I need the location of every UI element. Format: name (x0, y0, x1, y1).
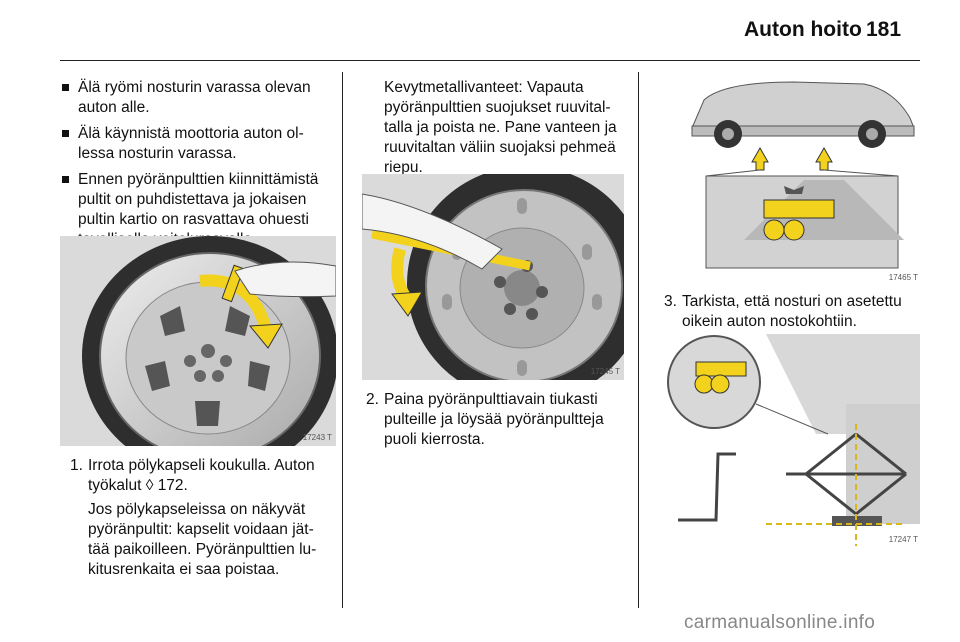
column-2-intro: Kevytmetallivanteet: Vapauta pyöränpultt… (384, 79, 617, 176)
figure-number: 17247 T (888, 535, 918, 544)
footer-watermark[interactable]: carmanualsonline.info (684, 612, 876, 633)
page-number: 181 (866, 18, 902, 41)
figure-number: 17465 T (888, 273, 918, 282)
column-1-text: Älä ryömi nosturin varassa olevan auton … (62, 78, 330, 256)
column-divider-2 (638, 72, 639, 608)
page-header-title: Auton hoito (744, 18, 862, 41)
figure-jack-positioning: 17247 T (656, 334, 920, 546)
column-divider-1 (342, 72, 343, 608)
figure-number: 17245 T (590, 367, 620, 376)
step-1-note: Jos pölykapseleissa on näkyvät pyöränpul… (88, 501, 317, 578)
figure-number: 17243 T (302, 433, 332, 442)
header-rule (60, 60, 920, 61)
step-2: 2.Paina pyöränpulttiavain tiukasti pulte… (366, 391, 604, 448)
figure-jacking-points: 17465 T (684, 70, 920, 284)
warning-bullet: Älä ryömi nosturin varassa olevan auton … (62, 78, 330, 118)
figure-wheel-bolt-loosening: 17245 T (362, 174, 624, 380)
warning-bullet: Älä käynnistä moottoria auton ol-lessa n… (62, 124, 330, 164)
step-3: 3.Tarkista, että nosturi on asetettu oik… (664, 293, 902, 330)
figure-hubcap-removal: 17243 T (60, 236, 336, 446)
step-1: 1.Irrota pölykapseli koukulla. Auton työ… (70, 456, 332, 580)
